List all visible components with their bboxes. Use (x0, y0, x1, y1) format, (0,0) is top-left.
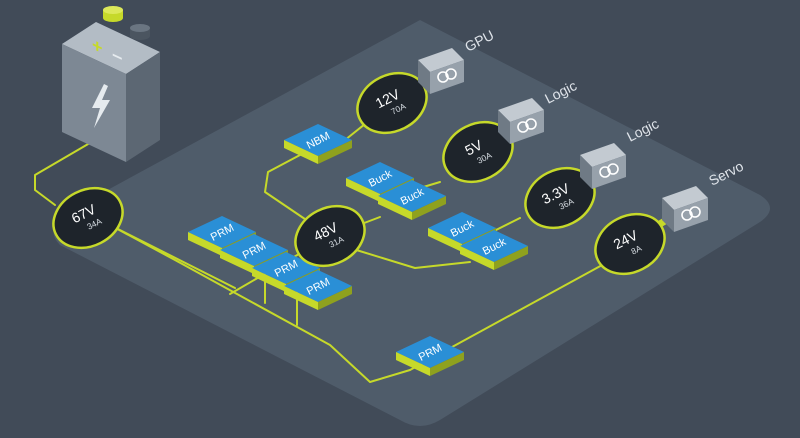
buck-module-4: Buck (460, 230, 528, 270)
nbm-module-block: NBM (284, 124, 352, 164)
prm-module-servo-block: PRM (396, 336, 464, 376)
prm-module-servo: PRM (396, 336, 464, 376)
circuit-board (53, 20, 771, 426)
buck-module-2: Buck (378, 180, 446, 220)
lightning-bolt-icon (92, 84, 110, 128)
battery-icon: + − (62, 6, 160, 162)
battery-minus-symbol: − (112, 45, 123, 70)
battery-plus-symbol: + (92, 35, 103, 60)
load-label-gpu: GPU (462, 27, 496, 55)
nbm-module: NBM (284, 124, 352, 164)
bus-voltage: 5V (462, 136, 485, 158)
bus-current: 8A (629, 243, 643, 257)
prm-module-4: PRM (284, 270, 352, 310)
